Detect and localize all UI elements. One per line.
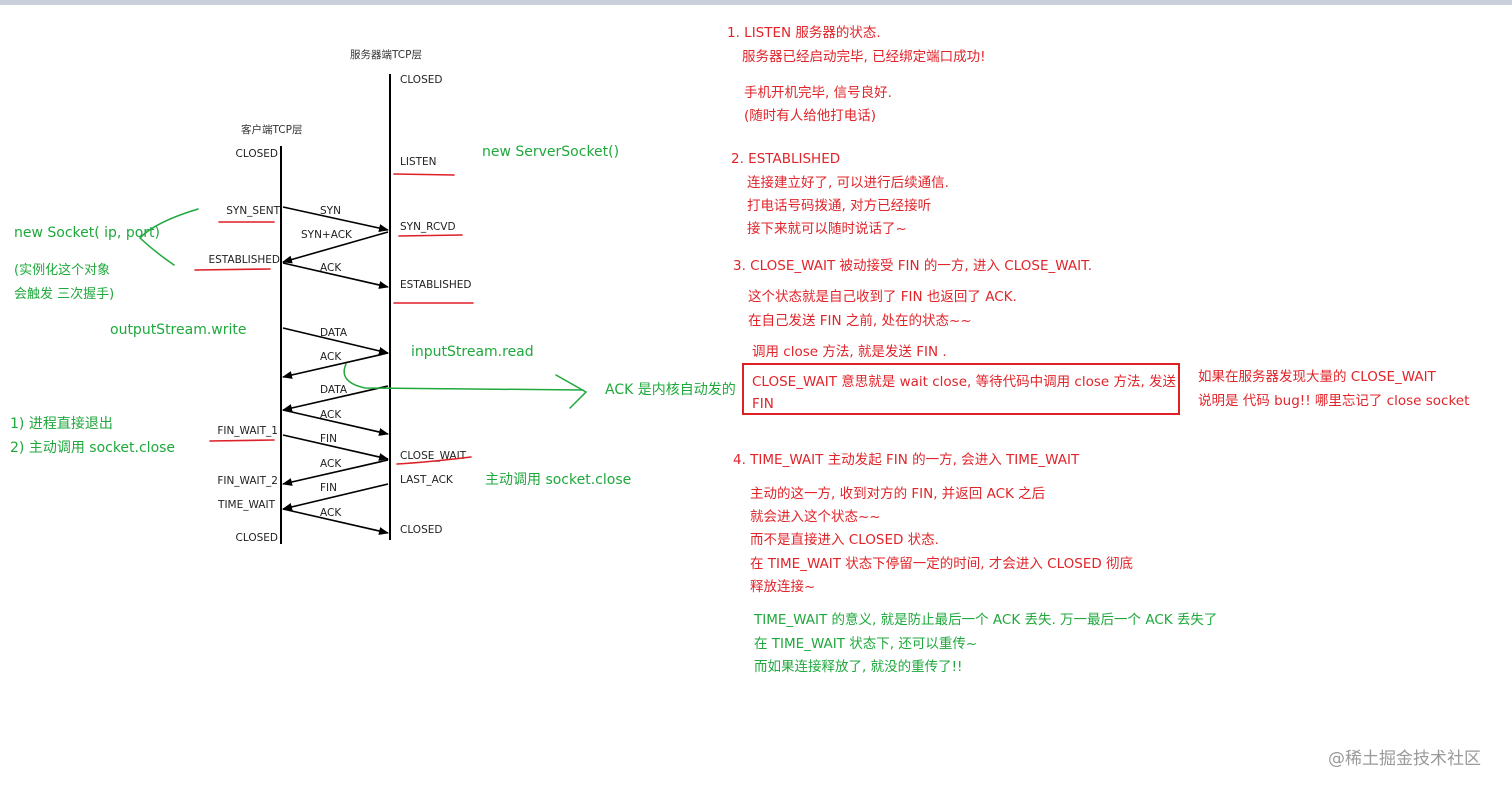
close-wait-box-text: CLOSE_WAIT 意思就是 wait close, 等待代码中调用 clos…: [752, 374, 1177, 412]
time-wait-green-3: 而如果连接释放了, 就没的重传了!!: [754, 659, 963, 675]
listen-line-3: (随时有人给他打电话): [744, 108, 877, 124]
green-arrowhead: [555, 374, 588, 409]
server-state-last-ack: LAST_ACK: [400, 474, 454, 486]
client-state-established: ESTABLISHED: [208, 254, 280, 266]
established-title: 2. ESTABLISHED: [731, 151, 841, 167]
arrow-syn-ack: [282, 231, 389, 264]
close-wait-side-2: 说明是 代码 bug!! 哪里忘记了 close socket: [1198, 393, 1470, 409]
listen-title: 1. LISTEN 服务器的状态.: [727, 25, 881, 41]
client-state-fin-wait-2: FIN_WAIT_2: [217, 475, 278, 487]
server-title: 服务器端TCP层: [350, 48, 422, 61]
arrow-data-2: [282, 385, 389, 412]
note-input-read: inputStream.read: [411, 344, 534, 360]
note-instantiate-2: 会触发 三次握手): [14, 287, 115, 302]
close-wait-title: 3. CLOSE_WAIT 被动接受 FIN 的一方, 进入 CLOSE_WAI…: [733, 258, 1092, 274]
established-line-2: 打电话号码拨通, 对方已经接听: [747, 198, 932, 214]
msg-fin-2: FIN: [320, 482, 337, 494]
msg-ack-5: ACK: [320, 507, 342, 519]
server-state-syn-rcvd: SYN_RCVD: [400, 221, 456, 233]
note-server-close: 主动调用 socket.close: [485, 472, 632, 488]
note-new-server-socket: new ServerSocket(): [482, 144, 620, 160]
established-line-3: 接下来就可以随时说话了~: [747, 221, 907, 237]
client-state-syn-sent: SYN_SENT: [226, 205, 280, 217]
server-state-listen: LISTEN: [400, 156, 437, 168]
arrow-ack-5: [282, 508, 389, 535]
underline-established-client: [194, 268, 271, 271]
note-output-write: outputStream.write: [110, 322, 247, 338]
time-wait-title: 4. TIME_WAIT 主动发起 FIN 的一方, 会进入 TIME_WAIT: [733, 452, 1080, 468]
msg-syn: SYN: [320, 205, 341, 217]
server-state-established: ESTABLISHED: [400, 279, 472, 291]
close-wait-line-2: 在自己发送 FIN 之前, 处在的状态~~: [748, 313, 972, 329]
time-wait-line-5: 释放连接~: [750, 579, 816, 595]
msg-ack-4: ACK: [320, 458, 342, 470]
close-wait-line-1: 这个状态就是自己收到了 FIN 也返回了 ACK.: [748, 289, 1017, 305]
listen-line-1: 服务器已经启动完毕, 已经绑定端口成功!: [742, 49, 986, 65]
note-exit-2: 2) 主动调用 socket.close: [10, 440, 176, 456]
close-wait-line-3: 调用 close 方法, 就是发送 FIN .: [752, 344, 947, 360]
arrow-data-1: [282, 327, 389, 355]
arrow-ack-2: [282, 352, 389, 379]
msg-ack-2: ACK: [320, 351, 342, 363]
time-wait-green-2: 在 TIME_WAIT 状态下, 还可以重传~: [754, 636, 978, 652]
established-line-1: 连接建立好了, 可以进行后续通信.: [747, 175, 949, 191]
client-state-time-wait: TIME_WAIT: [217, 499, 276, 511]
arrow-fin-2: [282, 483, 389, 511]
green-bracket: [138, 208, 199, 266]
client-state-closed-bottom: CLOSED: [236, 532, 278, 544]
arrow-fin-1: [282, 434, 389, 461]
time-wait-line-4: 在 TIME_WAIT 状态下停留一定的时间, 才会进入 CLOSED 彻底: [750, 556, 1134, 572]
arrow-ack-3: [282, 409, 389, 436]
note-instantiate-1: (实例化这个对象: [14, 263, 111, 278]
msg-fin-1: FIN: [320, 433, 337, 445]
note-new-socket: new Socket( ip, port): [14, 225, 160, 241]
close-wait-side-1: 如果在服务器发现大量的 CLOSE_WAIT: [1198, 369, 1436, 385]
client-state-closed-top: CLOSED: [236, 148, 278, 160]
client-title: 客户端TCP层: [241, 123, 302, 136]
server-state-closed-top: CLOSED: [400, 74, 442, 86]
time-wait-green-1: TIME_WAIT 的意义, 就是防止最后一个 ACK 丢失. 万一最后一个 A…: [754, 612, 1218, 628]
underline-syn-rcvd: [398, 234, 463, 237]
msg-data-1: DATA: [320, 327, 348, 339]
listen-line-2: 手机开机完毕, 信号良好.: [744, 85, 892, 101]
underline-fin-wait-1: [209, 439, 275, 442]
arrow-ack-4: [282, 459, 389, 486]
green-ack-pointer: [343, 363, 584, 391]
time-wait-line-1: 主动的这一方, 收到对方的 FIN, 并返回 ACK 之后: [750, 486, 1046, 502]
msg-ack-3: ACK: [320, 409, 342, 421]
arrow-syn: [282, 206, 389, 232]
watermark: @稀土掘金技术社区: [1328, 749, 1481, 769]
client-state-fin-wait-1: FIN_WAIT_1: [217, 425, 278, 437]
msg-ack-1: ACK: [320, 262, 342, 274]
server-state-closed-bottom: CLOSED: [400, 524, 442, 536]
note-ack-auto: ACK 是内核自动发的: [605, 382, 736, 398]
msg-syn-ack: SYN+ACK: [301, 229, 353, 241]
msg-data-2: DATA: [320, 384, 348, 396]
underline-listen: [393, 173, 455, 176]
close-wait-highlight-box: CLOSE_WAIT 意思就是 wait close, 等待代码中调用 clos…: [742, 363, 1180, 415]
time-wait-line-3: 而不是直接进入 CLOSED 状态.: [750, 532, 939, 548]
time-wait-line-2: 就会进入这个状态~~: [750, 509, 881, 525]
note-exit-1: 1) 进程直接退出: [10, 416, 113, 432]
server-state-close-wait: CLOSE_WAIT: [400, 450, 467, 462]
underline-close-wait: [396, 456, 472, 465]
top-border: [0, 0, 1512, 5]
arrow-ack-1: [282, 262, 389, 289]
